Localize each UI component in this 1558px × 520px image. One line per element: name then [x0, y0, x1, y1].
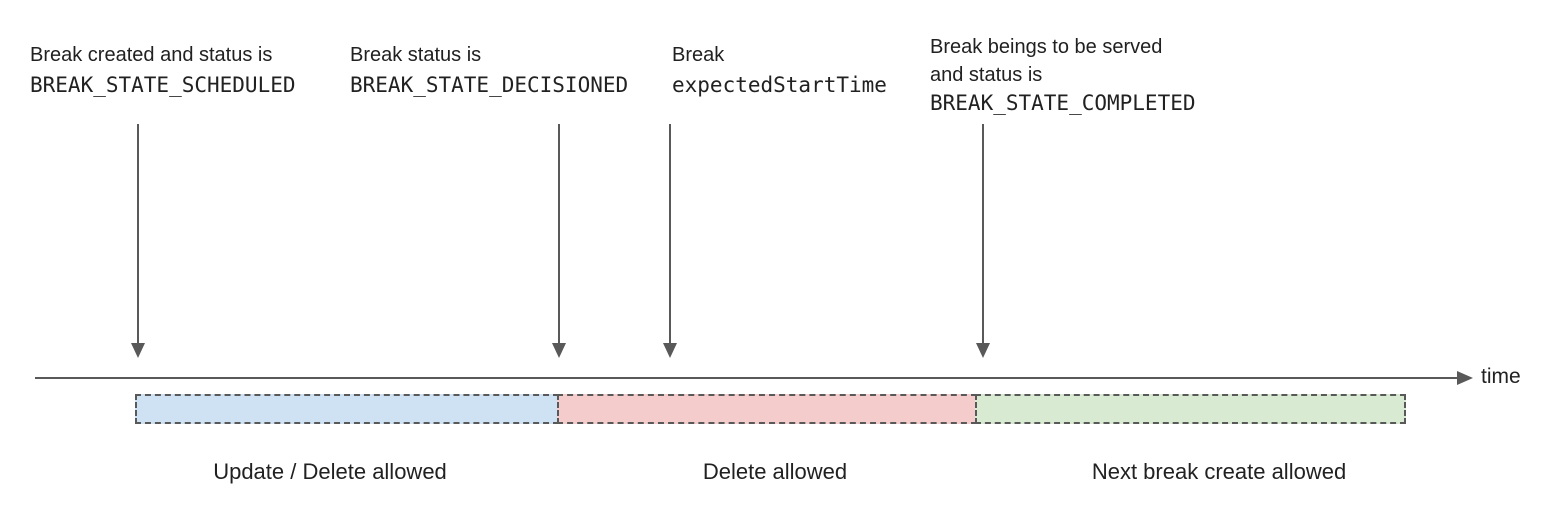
- arrow-head: [976, 343, 990, 358]
- arrow-shaft: [558, 124, 560, 344]
- time-axis-line: [35, 377, 1458, 379]
- arrow-head: [663, 343, 677, 358]
- down-arrow-icon: [976, 124, 990, 358]
- annotation-code: expectedStartTime: [672, 73, 887, 97]
- down-arrow-icon: [552, 124, 566, 358]
- arrow-head: [131, 343, 145, 358]
- annotation-text: and status is: [930, 64, 1043, 86]
- annotation-text: Break: [672, 44, 725, 66]
- annotation-code: BREAK_STATE_COMPLETED: [930, 91, 1196, 115]
- down-arrow-icon: [663, 124, 677, 358]
- segment-label: Next break create allowed: [1091, 459, 1347, 484]
- annotation-code: BREAK_STATE_SCHEDULED: [30, 73, 296, 97]
- annotation-expected-start-time: Break expectedStartTime: [672, 40, 887, 100]
- annotation-break-decisioned: Break status is BREAK_STATE_DECISIONED: [350, 40, 628, 100]
- segment-update-delete-allowed: [135, 394, 559, 424]
- annotation-text: Break beings to be served: [930, 36, 1163, 58]
- segment-next-break-create-allowed: [975, 394, 1406, 424]
- annotation-text: Break status is: [350, 44, 482, 66]
- annotation-break-scheduled: Break created and status is BREAK_STATE_…: [30, 40, 296, 100]
- time-axis-arrow-icon: [1457, 371, 1473, 385]
- arrow-shaft: [982, 124, 984, 344]
- annotation-break-completed: Break beings to be served and status is …: [930, 33, 1196, 117]
- segment-delete-allowed: [557, 394, 977, 424]
- arrow-shaft: [669, 124, 671, 344]
- annotation-code: BREAK_STATE_DECISIONED: [350, 73, 629, 97]
- segment-label: Update / Delete allowed: [213, 459, 447, 484]
- arrow-shaft: [137, 124, 139, 344]
- segment-label: Delete allowed: [702, 459, 848, 484]
- time-axis-label: time: [1481, 365, 1521, 388]
- down-arrow-icon: [131, 124, 145, 358]
- arrow-head: [552, 343, 566, 358]
- annotation-text: Break created and status is: [30, 44, 273, 66]
